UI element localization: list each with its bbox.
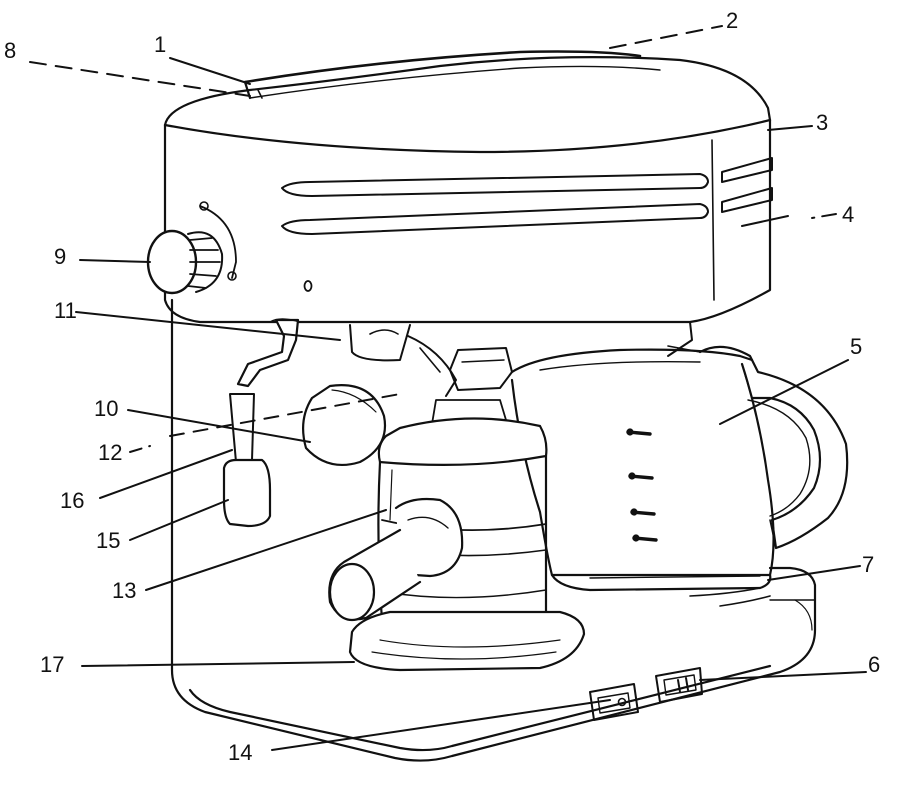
callout-12: 12 xyxy=(98,440,123,465)
callout-11: 11 xyxy=(54,298,77,323)
glass-carafe xyxy=(510,345,849,592)
callout-4: 4 xyxy=(842,202,855,227)
leader-lines xyxy=(29,25,867,751)
callout-5: 5 xyxy=(850,334,863,359)
callout-3: 3 xyxy=(816,110,829,135)
callout-14: 14 xyxy=(228,740,253,765)
callout-15: 15 xyxy=(96,528,121,553)
switches xyxy=(589,667,703,721)
portafilter-handle xyxy=(328,497,464,622)
callout-6: 6 xyxy=(868,652,881,677)
callout-9: 9 xyxy=(54,244,67,269)
brew-head xyxy=(349,321,701,397)
callout-17: 17 xyxy=(40,652,65,677)
callout-7: 7 xyxy=(862,552,875,577)
callout-16: 16 xyxy=(60,488,85,513)
vent-slots xyxy=(281,157,773,235)
callout-10: 10 xyxy=(94,396,119,421)
steam-wand xyxy=(222,318,301,528)
callout-13: 13 xyxy=(112,578,137,603)
indicator-light xyxy=(303,280,313,292)
callout-2: 2 xyxy=(726,8,739,33)
callout-1: 1 xyxy=(154,32,167,57)
steam-knob xyxy=(146,201,237,295)
drip-tray xyxy=(348,610,586,672)
brew-knob xyxy=(301,384,387,466)
warming-plate xyxy=(689,587,771,607)
top-lid xyxy=(243,50,661,100)
callout-8: 8 xyxy=(4,38,17,63)
machine-base xyxy=(170,298,817,762)
